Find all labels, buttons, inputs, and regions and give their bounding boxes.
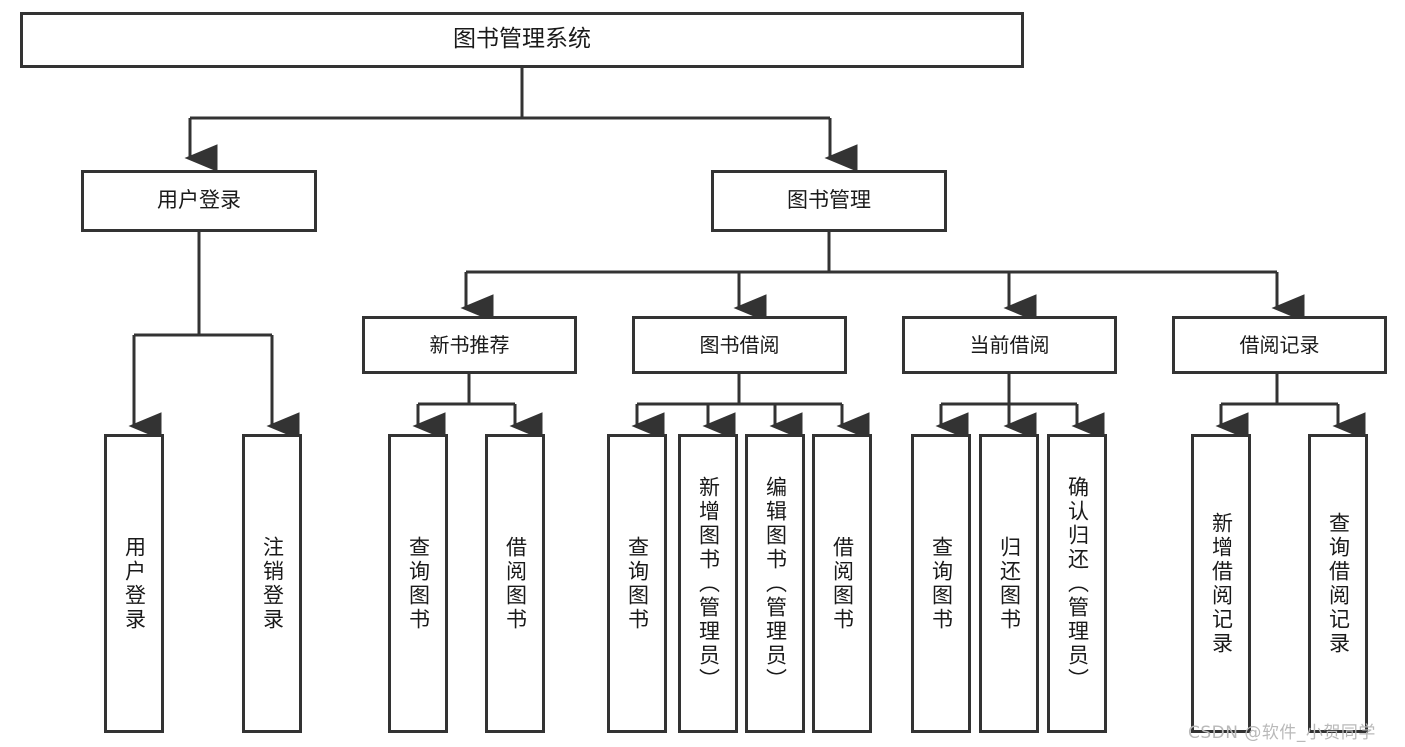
node-leaf-borrow-book-2-label: 借阅图书 (830, 535, 855, 632)
node-leaf-query-record-label: 查询借阅记录 (1326, 511, 1351, 656)
node-current-borrow-label: 当前借阅 (969, 332, 1050, 357)
node-new-book-recommend[interactable]: 新书推荐 (362, 316, 577, 374)
node-leaf-borrow-book-1[interactable]: 借阅图书 (485, 434, 545, 733)
node-leaf-logout-label: 注销登录 (260, 535, 285, 632)
node-user-login-label: 用户登录 (157, 188, 241, 213)
node-borrow-record[interactable]: 借阅记录 (1172, 316, 1387, 374)
node-borrow-record-label: 借阅记录 (1239, 332, 1320, 357)
node-leaf-logout[interactable]: 注销登录 (242, 434, 302, 733)
node-leaf-add-book[interactable]: 新增图书（管理员） (678, 434, 738, 733)
node-leaf-add-record-label: 新增借阅记录 (1209, 511, 1234, 656)
node-leaf-return-book[interactable]: 归还图书 (979, 434, 1039, 733)
node-book-borrow-label: 图书借阅 (699, 332, 780, 357)
node-leaf-add-book-label: 新增图书（管理员） (696, 475, 721, 692)
node-leaf-query-book-2[interactable]: 查询图书 (607, 434, 667, 733)
node-root[interactable]: 图书管理系统 (20, 12, 1024, 68)
node-leaf-user-login-label: 用户登录 (122, 535, 147, 632)
node-leaf-return-book-label: 归还图书 (997, 535, 1022, 632)
node-leaf-borrow-book-2[interactable]: 借阅图书 (812, 434, 872, 733)
node-leaf-query-book-3[interactable]: 查询图书 (911, 434, 971, 733)
node-book-manage[interactable]: 图书管理 (711, 170, 947, 232)
node-leaf-user-login[interactable]: 用户登录 (104, 434, 164, 733)
node-leaf-borrow-book-1-label: 借阅图书 (503, 535, 528, 632)
node-leaf-query-book-1-label: 查询图书 (406, 535, 431, 632)
node-new-book-recommend-label: 新书推荐 (429, 332, 510, 357)
node-leaf-edit-book-label: 编辑图书（管理员） (763, 475, 788, 692)
node-book-manage-label: 图书管理 (787, 188, 871, 213)
node-book-borrow[interactable]: 图书借阅 (632, 316, 847, 374)
node-current-borrow[interactable]: 当前借阅 (902, 316, 1117, 374)
node-leaf-confirm-return[interactable]: 确认归还（管理员） (1047, 434, 1107, 733)
node-leaf-add-record[interactable]: 新增借阅记录 (1191, 434, 1251, 733)
node-leaf-edit-book[interactable]: 编辑图书（管理员） (745, 434, 805, 733)
watermark: CSDN @软件_小贺同学 (1188, 723, 1376, 743)
node-leaf-confirm-return-label: 确认归还（管理员） (1065, 475, 1090, 692)
node-leaf-query-book-3-label: 查询图书 (929, 535, 954, 632)
node-user-login[interactable]: 用户登录 (81, 170, 317, 232)
node-leaf-query-book-2-label: 查询图书 (625, 535, 650, 632)
node-leaf-query-record[interactable]: 查询借阅记录 (1308, 434, 1368, 733)
node-leaf-query-book-1[interactable]: 查询图书 (388, 434, 448, 733)
node-root-label: 图书管理系统 (453, 26, 591, 53)
